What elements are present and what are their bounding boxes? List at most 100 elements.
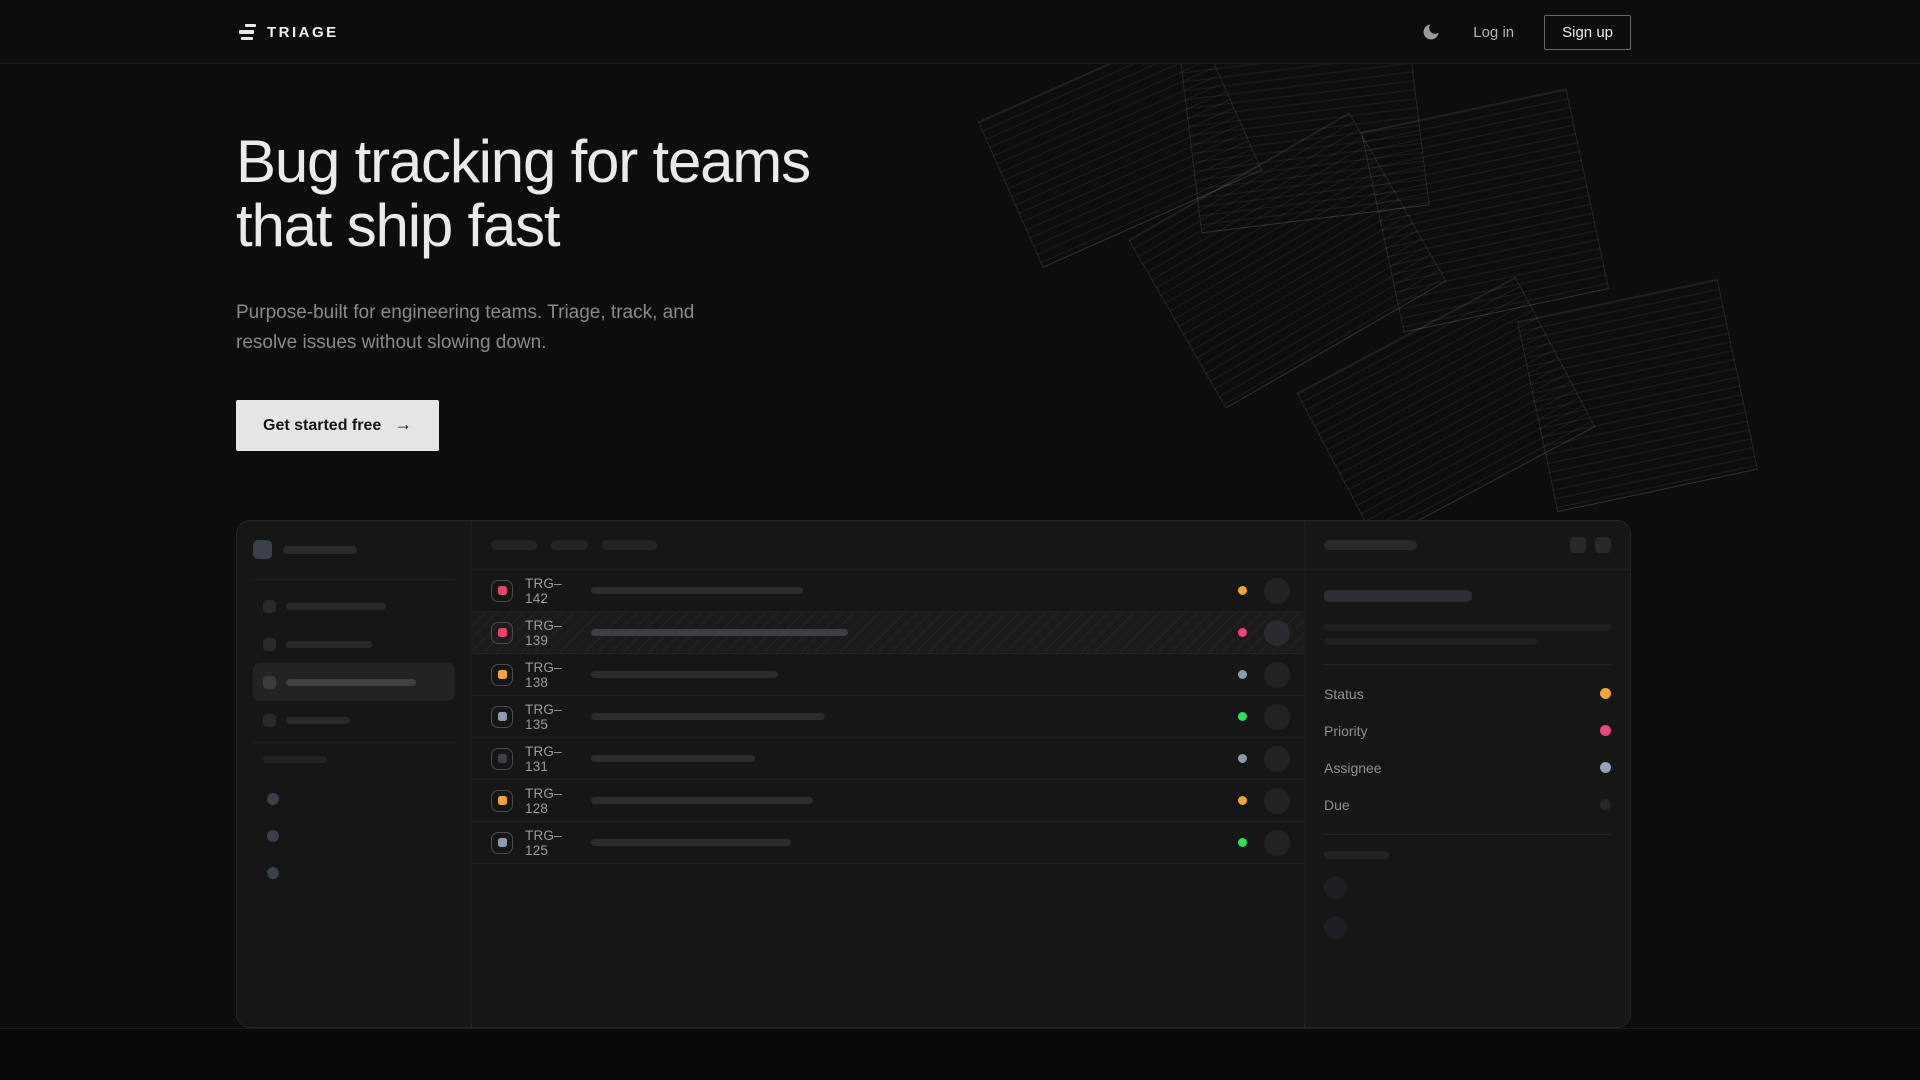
detail-field-label: Due [1324, 796, 1350, 813]
issue-title-skeleton [591, 797, 813, 804]
mockup-workspace-row [253, 540, 455, 559]
issue-row: TRG–142 [472, 570, 1304, 612]
nav-item-label-skeleton [286, 716, 350, 724]
issue-checkbox-icon [491, 621, 513, 644]
detail-divider [1324, 834, 1611, 835]
get-started-label: Get started free [263, 416, 382, 434]
issue-checkbox-icon [491, 663, 513, 686]
detail-title-skeleton [1324, 590, 1472, 602]
issue-status-dot [1238, 754, 1247, 763]
issue-row: TRG–138 [472, 654, 1304, 696]
issue-assignee-avatar [1264, 829, 1290, 856]
hero-subtitle: Purpose-built for engineering teams. Tri… [236, 298, 1632, 358]
header-nav: Log in Sign up [1419, 14, 1631, 50]
get-started-button[interactable]: Get started free → [236, 400, 440, 451]
detail-divider [1324, 664, 1611, 665]
detail-section-label-skeleton [1324, 851, 1389, 859]
nav-item-icon-placeholder [263, 713, 276, 727]
issue-row: TRG–139 [472, 612, 1304, 654]
detail-field-row: Status [1324, 675, 1611, 712]
issue-assignee-avatar [1264, 787, 1290, 814]
issue-assignee-avatar [1264, 703, 1290, 730]
issue-id: TRG–131 [525, 743, 562, 774]
sidebar-divider [253, 742, 455, 743]
sidebar-nav-item [253, 701, 455, 739]
detail-field-value-dot [1600, 799, 1611, 810]
issue-row: TRG–128 [472, 780, 1304, 822]
issue-checkbox-icon [491, 789, 513, 812]
detail-text-skeleton [1324, 638, 1537, 645]
detail-field-value-dot [1600, 762, 1611, 773]
mockup-sidebar [237, 521, 471, 1027]
signup-button[interactable]: Sign up [1544, 14, 1631, 50]
nav-item-label-skeleton [286, 602, 386, 610]
mockup-detail-panel: Status Priority Assignee Due [1305, 521, 1630, 1027]
issue-status-dot [1238, 670, 1247, 679]
issue-title-skeleton [591, 671, 778, 678]
theme-toggle-button[interactable] [1419, 20, 1443, 44]
issue-status-dot [1238, 796, 1247, 805]
detail-header-skeleton [1324, 540, 1417, 550]
sidebar-nav-item [253, 587, 455, 625]
login-link[interactable]: Log in [1473, 23, 1515, 41]
sidebar-divider [253, 579, 455, 580]
hero-subtitle-line1: Purpose-built for engineering teams. Tri… [236, 302, 695, 323]
hero-subtitle-line2: resolve issues without slowing down. [236, 332, 547, 353]
sidebar-member-avatar [267, 793, 279, 805]
issue-title-skeleton [591, 839, 791, 846]
detail-header-actions [1570, 537, 1611, 553]
issue-id: TRG–142 [525, 575, 562, 606]
sidebar-nav-item [253, 663, 455, 701]
issue-assignee-avatar [1264, 661, 1290, 688]
page-footer [0, 1028, 1920, 1080]
issue-assignee-avatar [1264, 577, 1290, 604]
detail-field-label: Assignee [1324, 759, 1382, 776]
issue-title-skeleton [591, 587, 803, 594]
issue-row: TRG–135 [472, 696, 1304, 738]
sidebar-member-avatar [267, 867, 279, 879]
site-header: TRIAGE Log in Sign up [0, 0, 1920, 64]
detail-text-skeleton [1324, 624, 1611, 631]
issue-id: TRG–135 [525, 701, 562, 732]
issue-status-dot [1238, 712, 1247, 721]
issue-title-skeleton [591, 755, 755, 762]
brand-logo-link[interactable]: TRIAGE [238, 24, 339, 41]
detail-field-label: Priority [1324, 722, 1368, 739]
workspace-name-skeleton [283, 545, 357, 554]
issue-assignee-avatar [1264, 745, 1290, 772]
detail-field-label: Status [1324, 685, 1364, 702]
hero-title-line1: Bug tracking for teams [236, 128, 811, 195]
detail-field-value-dot [1600, 688, 1611, 699]
issue-checkbox-icon [491, 831, 513, 854]
issue-list-header [472, 521, 1304, 570]
detail-field-list: Status Priority Assignee Due [1324, 675, 1611, 823]
detail-action-skeleton [1570, 537, 1586, 553]
brand-name: TRIAGE [267, 23, 339, 41]
issue-id: TRG–138 [525, 659, 562, 690]
issue-rows: TRG–142 TRG–139 TRG–138 TRG–135 TRG–131 [472, 570, 1304, 864]
sidebar-member-list [253, 793, 455, 879]
moon-icon [1423, 24, 1439, 40]
activity-avatar-skeleton [1324, 916, 1347, 939]
activity-avatar-skeleton [1324, 876, 1347, 899]
app-mockup: TRG–142 TRG–139 TRG–138 TRG–135 TRG–131 [236, 520, 1631, 1028]
issue-title-skeleton [591, 713, 825, 720]
nav-item-icon-placeholder [263, 599, 276, 613]
issue-title-skeleton [591, 629, 848, 636]
mockup-issue-list: TRG–142 TRG–139 TRG–138 TRG–135 TRG–131 [471, 521, 1305, 1027]
issue-id: TRG–125 [525, 827, 562, 858]
detail-field-row: Priority [1324, 712, 1611, 749]
nav-item-icon-placeholder [263, 637, 276, 651]
nav-item-icon-placeholder [263, 675, 276, 689]
issue-row: TRG–125 [472, 822, 1304, 864]
sidebar-section-label-skeleton [263, 756, 327, 763]
issue-checkbox-icon [491, 747, 513, 770]
issue-checkbox-icon [491, 705, 513, 728]
detail-field-value-dot [1600, 725, 1611, 736]
filter-pill-skeleton [491, 540, 537, 550]
detail-field-row: Due [1324, 786, 1611, 823]
sidebar-nav-item [253, 625, 455, 663]
arrow-right-icon: → [394, 414, 413, 434]
issue-id: TRG–128 [525, 785, 562, 816]
